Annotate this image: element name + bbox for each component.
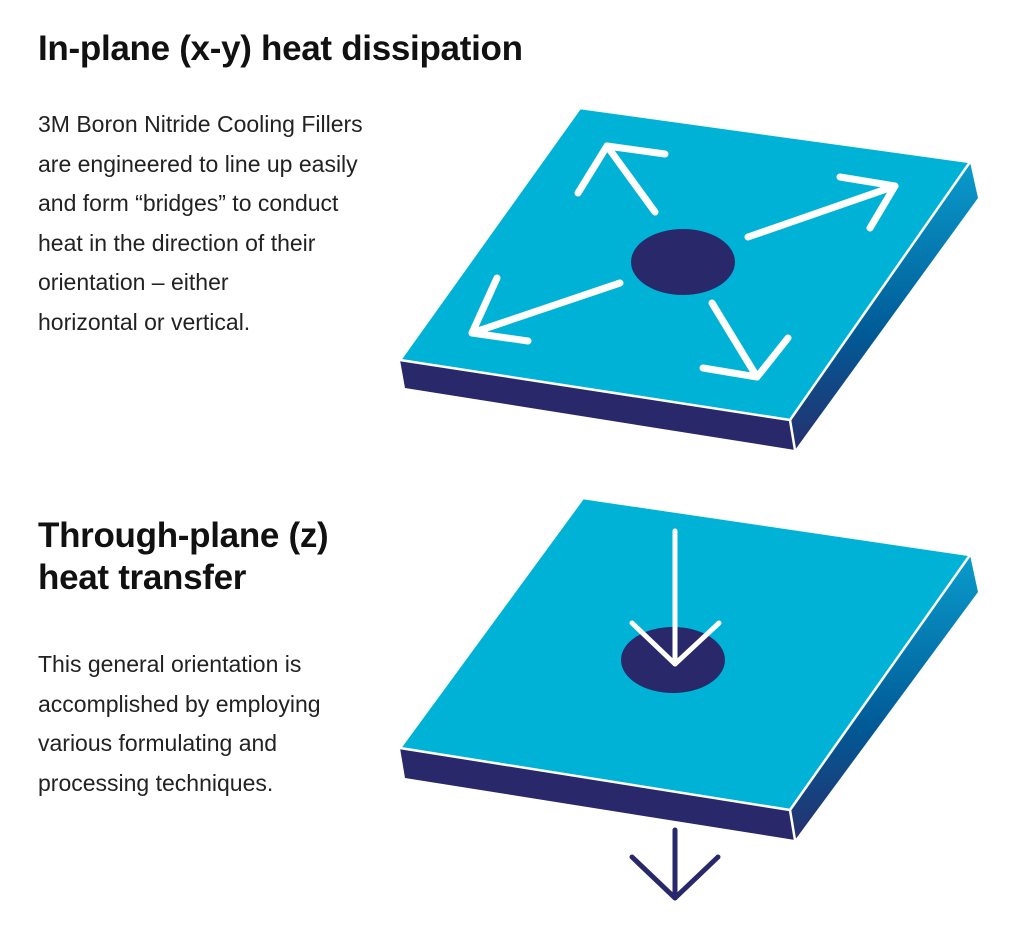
title-line: heat transfer bbox=[38, 558, 247, 597]
body-line: 3M Boron Nitride Cooling Fillers bbox=[38, 111, 363, 137]
section1-title: In-plane (x-y) heat dissipation bbox=[38, 29, 523, 68]
plate-side-face bbox=[790, 555, 978, 840]
arrow-down-out-of-plate-icon bbox=[629, 827, 721, 901]
body-line: and form “bridges” to conduct bbox=[38, 190, 339, 216]
plate-side-face bbox=[790, 162, 978, 450]
body-line: orientation – either bbox=[38, 269, 229, 295]
section2-body: This general orientation is accomplished… bbox=[38, 645, 321, 803]
body-line: heat in the direction of their bbox=[38, 229, 316, 256]
section2-title: Through-plane (z) heat transfer bbox=[38, 515, 329, 599]
arrow-down-right-icon bbox=[699, 299, 792, 381]
section1-body: 3M Boron Nitride Cooling Fillers are eng… bbox=[38, 105, 363, 342]
arrow-up-left-icon bbox=[574, 142, 669, 216]
heat-source-icon bbox=[631, 229, 735, 295]
body-line: This general orientation is bbox=[38, 651, 302, 677]
body-line: processing techniques. bbox=[38, 769, 274, 796]
body-line: various formulating and bbox=[38, 730, 278, 756]
arrow-down-into-plate-icon bbox=[629, 528, 722, 667]
title-line: Through-plane (z) bbox=[38, 516, 329, 555]
through-plane-plate bbox=[398, 496, 978, 901]
arrow-right-icon bbox=[744, 173, 899, 241]
body-line: horizontal or vertical. bbox=[38, 308, 251, 335]
body-line: accomplished by employing bbox=[38, 690, 321, 717]
in-plane-plate bbox=[398, 106, 978, 451]
plate-front-face bbox=[400, 360, 795, 450]
body-line: are engineered to line up easily bbox=[38, 150, 358, 177]
arrow-down-left-icon bbox=[468, 274, 624, 345]
plate-front-face bbox=[400, 748, 795, 840]
